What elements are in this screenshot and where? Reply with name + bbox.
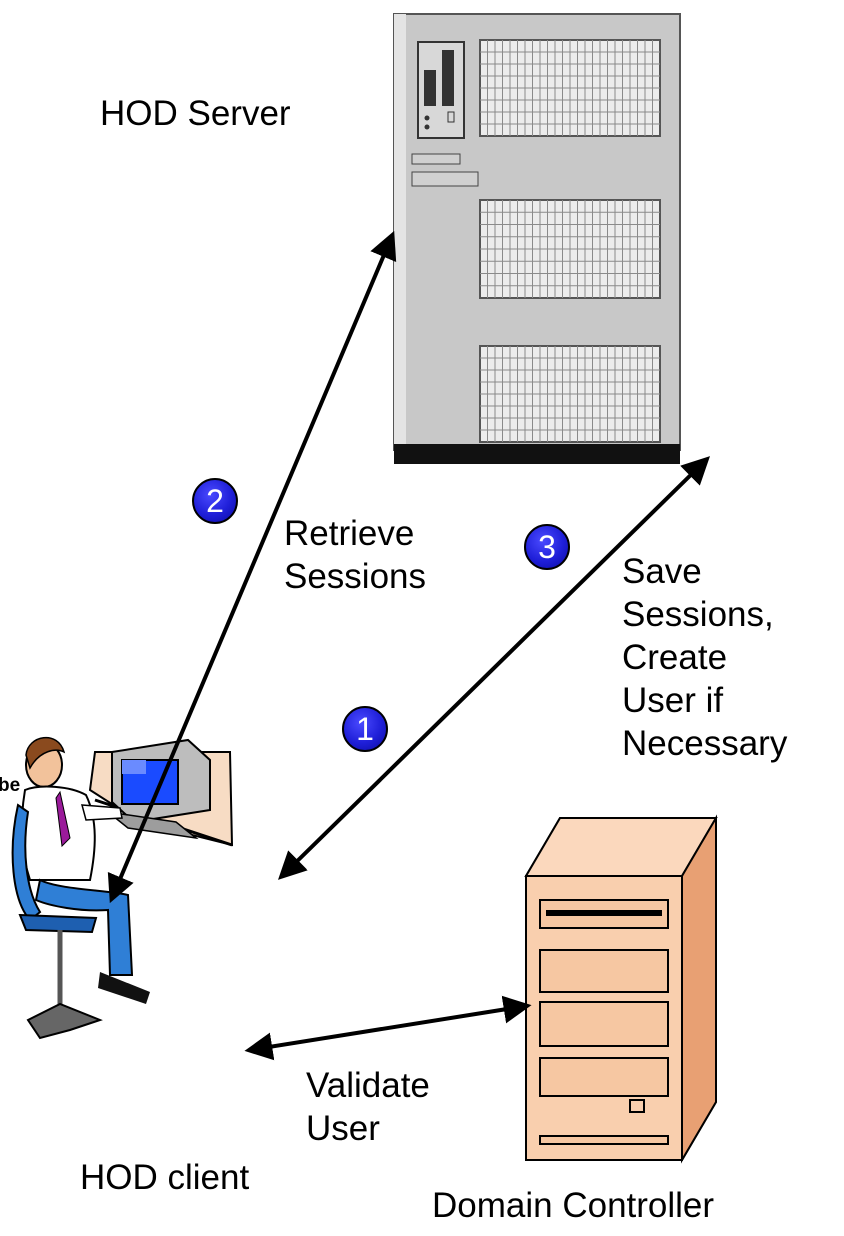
arrow-save-sessions [278,456,710,880]
hod-server-label: HOD Server [100,94,291,133]
arrow-retrieve-sessions [107,230,397,904]
save-sessions-label: Save Sessions, Create User if Necessary [622,552,788,763]
step-2-badge: 2 [192,478,238,524]
step-3-badge: 3 [524,524,570,570]
validate-user-label: Validate User [306,1066,430,1148]
domain-controller-label: Domain Controller [432,1186,715,1225]
hod-client-icon [11,736,234,1040]
step-1-badge: 1 [342,706,388,752]
hod-server-icon [393,13,681,464]
retrieve-sessions-label: Retrieve Sessions [284,514,427,596]
hod-client-label: HOD client [80,1158,250,1197]
arrow-validate-user [244,995,532,1061]
edge-text-fragment: be [0,775,21,796]
domain-controller-icon [524,814,718,1164]
